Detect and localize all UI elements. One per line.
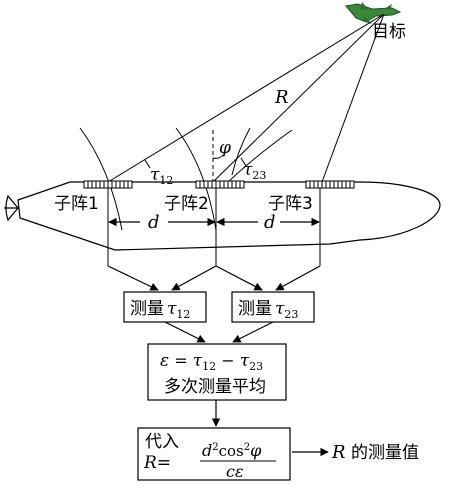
formula-numerator: d2cos2φ [202,441,262,460]
spacing-label-1: d [148,212,160,233]
subarray-2-element [195,180,245,189]
flow-arrow-3-to-m23 [275,265,321,291]
flow-arrow-m23-to-eps [232,321,274,343]
angle-label: φ [219,138,231,158]
subarray-1-label: 子阵1 [54,194,99,214]
target-aircraft-icon [345,2,402,24]
subarray-2-label: 子阵2 [164,194,209,214]
target-label: 目标 [372,22,406,42]
propeller-icon [4,194,19,222]
flow-arrow-2-to-m12 [171,265,217,291]
subarray-3-label: 子阵3 [268,194,313,214]
subarray-1-element [83,180,133,189]
subarray-3-element [305,180,355,189]
formula-box [137,427,291,481]
submarine-hull [17,181,441,251]
ray-subarray-3 [321,13,385,183]
wavefront-arc-4 [231,127,251,176]
measure-tau12-box [123,291,207,323]
tau23-label: τ23 [243,160,266,182]
epsilon-average-text: 多次测量平均 [164,377,266,397]
tau12-label: τ12 [150,165,173,187]
angle-arc [212,151,227,159]
formula-lhs: R= [143,453,171,473]
range-label: R [274,87,289,108]
flow-arrow-2-to-m23 [215,265,263,291]
ray-subarray-2 [212,13,385,183]
ray-subarray-1 [107,13,385,183]
measure-tau23-box [231,291,315,323]
epsilon-box [147,343,287,401]
flow-arrow-m12-to-eps [164,321,206,343]
output-label: R 的测量值 [331,442,419,463]
spacing-label-2: d [264,212,276,233]
wavefront-arc-1 [79,127,123,231]
formula-denominator: cε [226,462,244,481]
path-diff-tick-1 [144,159,151,169]
formula-substitute-label: 代入 [145,432,179,452]
wavefront-arc-2 [175,127,217,231]
epsilon-equation: ε = τ12 − τ23 [160,351,263,373]
flow-arrow-1-to-m12 [107,265,159,291]
path-diff-tick-2 [240,157,247,167]
